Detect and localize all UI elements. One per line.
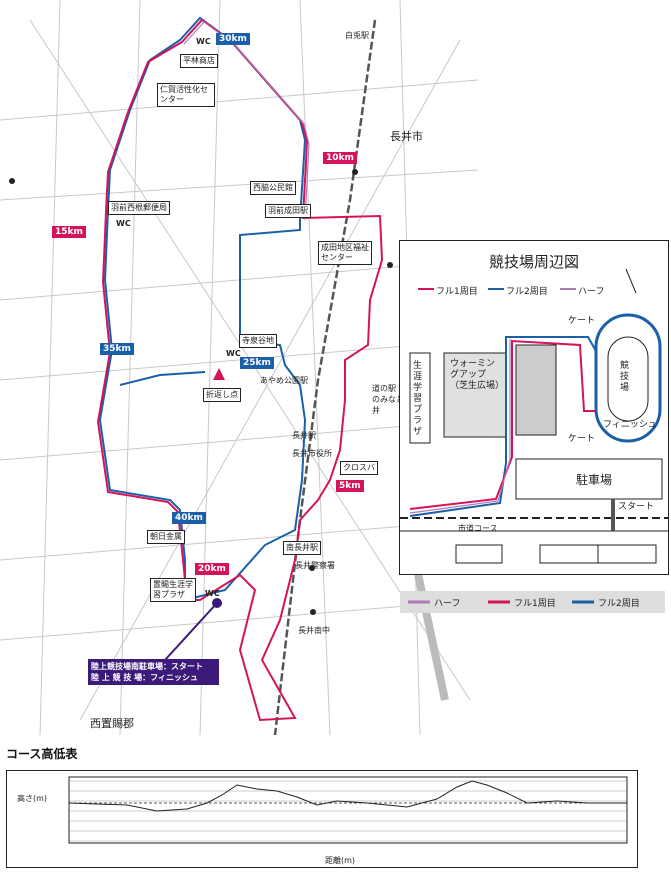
inset-legend-half: ハーフ [578, 287, 605, 297]
gate-label: ケート [568, 316, 596, 326]
turnaround-cone-icon [213, 368, 225, 380]
wc-icon: WC [205, 589, 220, 598]
place-name: 道の駅 川のみなと長井 [372, 384, 412, 415]
start-leader-line [164, 602, 218, 661]
place-name: 長井南中 [298, 626, 330, 635]
parking-area [515, 458, 663, 500]
facility-label: 折返し点 [203, 388, 241, 402]
legend-full2: フル2周目 [598, 599, 640, 609]
landmark-dots [9, 169, 393, 615]
facility-label: 仁賀活性化センター [157, 83, 215, 107]
parking-label: 駐車場 [576, 473, 613, 487]
building [515, 344, 557, 436]
route-legend: ハーフ フル1周目 フル2周目 [400, 591, 665, 613]
facility-label: 寺泉谷地 [239, 334, 277, 348]
km-marker-25: 25km [240, 357, 274, 369]
wc-icon: WC [196, 37, 211, 46]
facility-label: 置賜生涯学習プラザ [150, 578, 196, 602]
elevation-ylabel: 高さ(m) [17, 794, 48, 803]
course-map: 30km 10km 15km 35km 25km 5km 40km 20km 平… [0, 0, 482, 736]
inset-legend-full1: フル1周目 [436, 287, 478, 297]
place-name: 長井警察署 [295, 561, 335, 570]
km-marker-30: 30km [216, 33, 250, 45]
wc-icon: WC [226, 349, 241, 358]
facility-label: 西脇公民館 [250, 181, 296, 195]
place-name: 長井駅 [292, 431, 316, 440]
km-marker-20: 20km [195, 563, 229, 575]
start-label: スタート [618, 502, 655, 512]
plaza-label: 生涯学習プラザ [413, 361, 423, 437]
stadium-area-inset: 競技場周辺図 フル1周目 フル2周目 ハーフ 生涯学習プラザ ウォー [399, 240, 669, 575]
place-name: 白兎駅 [345, 31, 369, 40]
gate2-label: ケート [568, 434, 596, 444]
north-arrow-icon [625, 268, 637, 294]
elevation-canvas [68, 776, 628, 844]
elevation-xlabel: 距離(m) [325, 856, 356, 865]
km-marker-40: 40km [172, 512, 206, 524]
facility-label: 羽前成田駅 [265, 204, 311, 218]
elevation-chart: 高さ(m) 距離(m) [6, 770, 638, 868]
inset-canvas [400, 268, 668, 564]
place-name: あやめ公園駅 [260, 376, 308, 385]
route-half [183, 21, 310, 221]
facility-label: 成田地区福祉センター [318, 241, 372, 265]
facility-label: 朝日金属 [147, 530, 185, 544]
km-marker-5: 5km [336, 480, 364, 492]
finish-label: フィニッシュ [603, 420, 657, 430]
course-label: 市道コース [458, 524, 498, 533]
track-label: 競技場 [620, 361, 630, 393]
route-turnaround-spur [119, 371, 206, 386]
warmup-area [443, 352, 507, 438]
elevation-title: コース高低表 [6, 747, 78, 761]
place-name: 長井市役所 [292, 449, 332, 458]
km-marker-10: 10km [323, 152, 357, 164]
km-marker-15: 15km [52, 226, 86, 238]
facility-label: 羽前西根郵便局 [108, 201, 170, 215]
route-full-lap1 [96, 18, 384, 722]
facility-label: クロスバ [340, 461, 378, 475]
inset-title: 競技場周辺図 [488, 253, 579, 271]
start-finish-label: 陸上競技場南駐車場：スタート 陸 上 競 技 場：フィニッシュ [88, 659, 219, 685]
plaza-building [409, 352, 431, 444]
warmup-label: ウォーミングアップ（芝生広場） [450, 359, 505, 391]
place-name: 長井市 [390, 130, 423, 143]
place-name: 西置賜郡 [90, 717, 134, 730]
km-marker-35: 35km [100, 343, 134, 355]
inset-legend-full2: フル2周目 [506, 287, 548, 297]
legend-full1: フル1周目 [514, 599, 556, 609]
elevation-profile-line [68, 780, 627, 812]
stadium-field [607, 336, 649, 422]
railway-line [273, 19, 377, 736]
legend-half: ハーフ [434, 599, 461, 609]
facility-label: 南長井駅 [283, 541, 321, 555]
wc-icon: WC [116, 219, 131, 228]
facility-label: 平林商店 [180, 54, 218, 68]
